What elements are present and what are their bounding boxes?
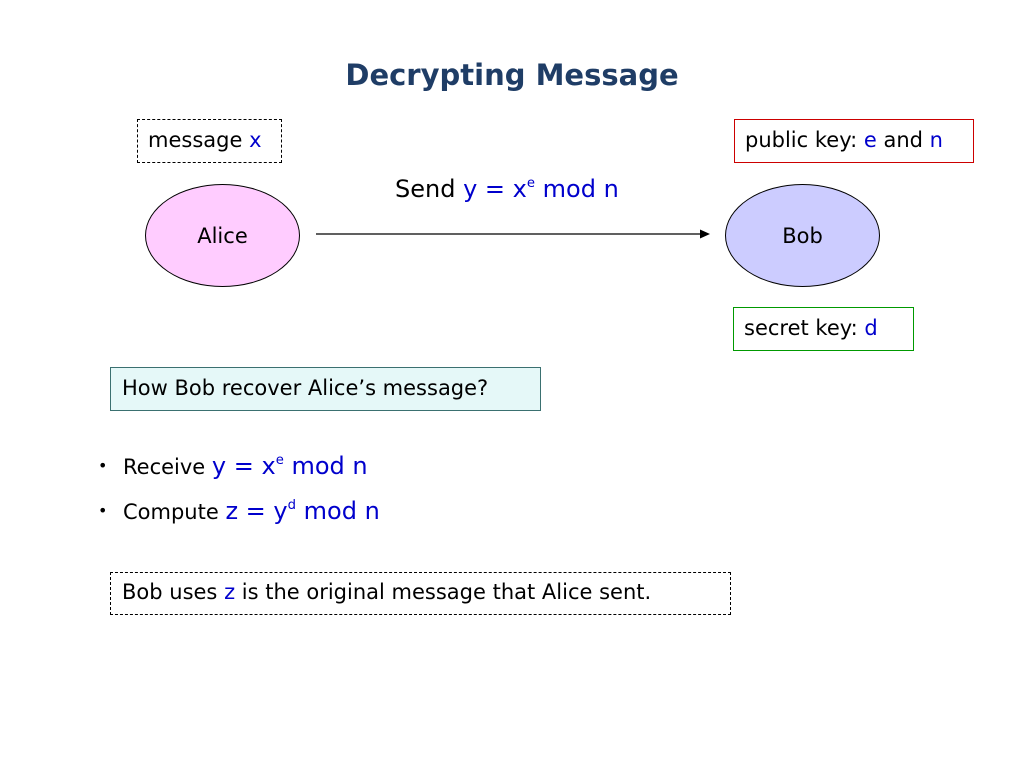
step-formula: z = yd mod n [225, 497, 379, 525]
public-key-e: e [863, 128, 877, 152]
question-text: How Bob recover Alice’s message? [122, 376, 489, 400]
alice-node: Alice [145, 184, 300, 287]
step-compute: • Compute z = yd mod n [98, 497, 380, 525]
bullet-icon: • [98, 501, 108, 520]
message-box: message x [137, 119, 282, 163]
bullet-icon: • [98, 456, 108, 475]
step-formula: y = xe mod n [212, 452, 368, 480]
public-key-box: public key: e and n [734, 119, 974, 163]
step-receive: • Receive y = xe mod n [98, 452, 368, 480]
step-rhs: mod n [291, 452, 368, 480]
conclusion-variable: z [224, 580, 236, 604]
step-verb: Compute [123, 500, 219, 524]
public-key-and: and [883, 128, 923, 152]
step-rhs: mod n [303, 497, 380, 525]
step-exponent: d [287, 498, 296, 514]
send-rhs: mod n [542, 175, 619, 203]
public-key-n: n [929, 128, 943, 152]
bob-node: Bob [725, 184, 880, 287]
send-exponent: e [526, 176, 535, 192]
public-key-label: public key: [745, 128, 858, 152]
step-exponent: e [275, 453, 284, 469]
question-box: How Bob recover Alice’s message? [110, 367, 541, 411]
send-formula: y = xe mod n [463, 175, 619, 203]
step-verb: Receive [123, 455, 206, 479]
step-lhs: y = x [211, 452, 276, 480]
secret-key-d: d [864, 316, 878, 340]
send-verb: Send [395, 175, 456, 203]
secret-key-label: secret key: [744, 316, 858, 340]
message-variable: x [249, 128, 262, 152]
message-label: message [148, 128, 243, 152]
send-label: Send y = xe mod n [395, 175, 619, 203]
conclusion-pre: Bob uses [122, 580, 218, 604]
page-title: Decrypting Message [345, 58, 679, 92]
alice-label: Alice [197, 223, 248, 248]
conclusion-post: is the original message that Alice sent. [241, 580, 652, 604]
step-lhs: z = y [225, 497, 288, 525]
send-lhs: y = x [463, 175, 527, 203]
secret-key-box: secret key: d [733, 307, 914, 351]
send-arrow [316, 229, 710, 239]
bob-label: Bob [782, 223, 823, 248]
conclusion-box: Bob uses z is the original message that … [110, 572, 731, 615]
